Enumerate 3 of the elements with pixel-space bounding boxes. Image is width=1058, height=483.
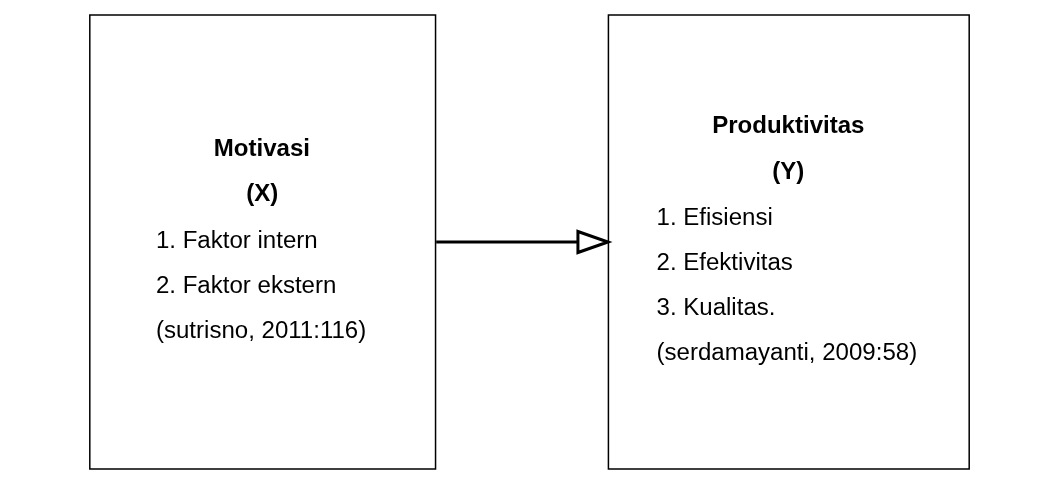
node-box: Motivasi (X) 1. Faktor intern 2. Faktor ekstern (sutrisno, 2011:116) [88,13,436,470]
arrow [435,228,613,255]
node-box: Produktivitas (Y) 1. Efisiensi 2. Efektivitas 3. Kualitas. (serdamayanti, 2009:58) [607,13,970,470]
